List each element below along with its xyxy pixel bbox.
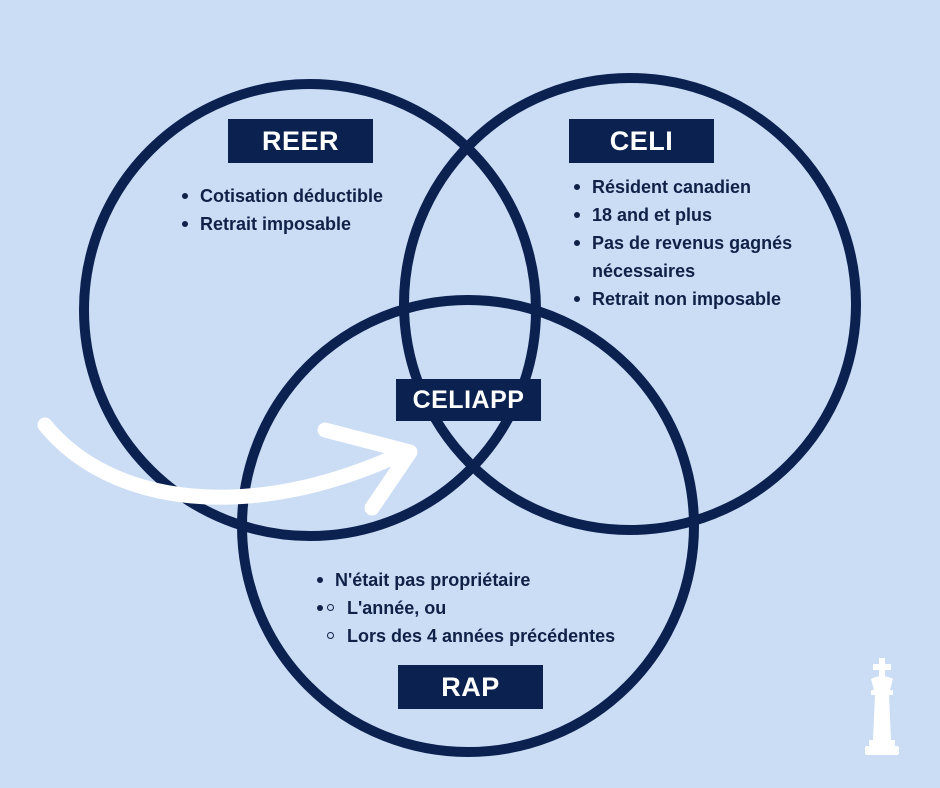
celi-label: CELI (569, 119, 714, 163)
celi-circle (399, 73, 861, 535)
rap-list: N'était pas propriétaire L'année, ou Lor… (313, 566, 673, 650)
reer-label: REER (228, 119, 373, 163)
celi-item: 18 and et plus (570, 201, 820, 229)
celi-item: Pas de revenus gagnés nécessaires (570, 229, 820, 285)
celiapp-label: CELIAPP (396, 379, 541, 421)
celi-list: Résident canadien 18 and et plus Pas de … (570, 173, 820, 313)
rap-subitem: Lors des 4 années précédentes (313, 622, 673, 650)
celi-item: Résident canadien (570, 173, 820, 201)
rap-circle (237, 295, 699, 757)
rap-label: RAP (398, 665, 543, 709)
reer-item: Retrait imposable (178, 210, 408, 238)
reer-list: Cotisation déductible Retrait imposable (178, 182, 408, 238)
rap-sublist: L'année, ou Lors des 4 années précédente… (313, 594, 673, 650)
rap-subitem: L'année, ou (313, 594, 673, 622)
rap-item: N'était pas propriétaire (313, 566, 673, 594)
rap-sublist-wrapper: L'année, ou Lors des 4 années précédente… (313, 594, 673, 650)
reer-item: Cotisation déductible (178, 182, 408, 210)
celi-item: Retrait non imposable (570, 285, 820, 313)
